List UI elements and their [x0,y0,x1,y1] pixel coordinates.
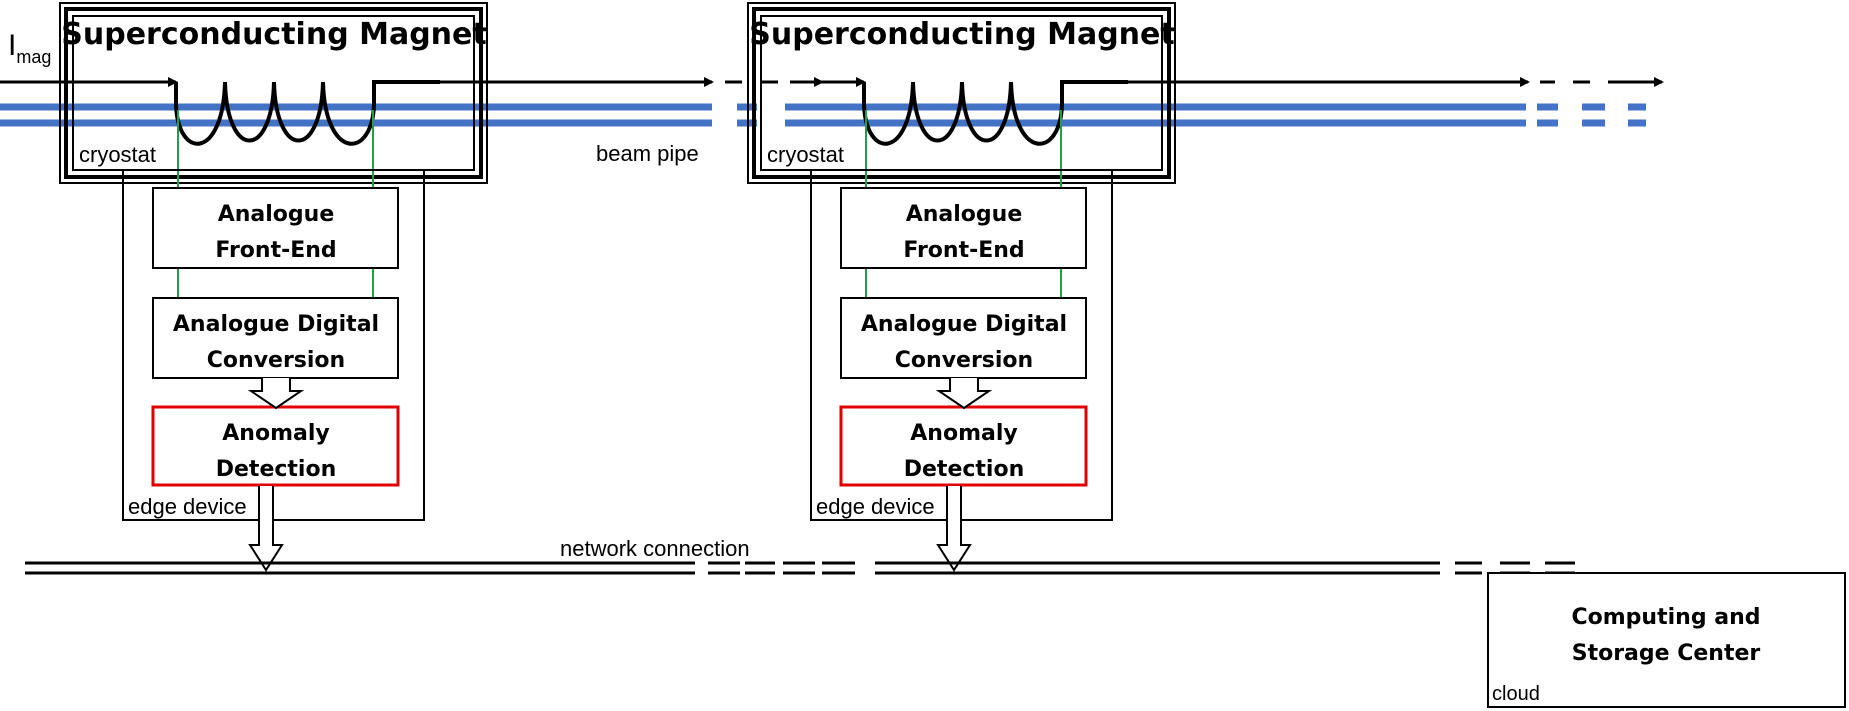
analogue-front-end-block [152,187,399,269]
beam-pipe [0,103,1646,127]
cryostat-middle-border [64,7,483,179]
magnet-title: Superconducting Magnet [749,17,1174,52]
cryostat-label: cryostat [767,142,844,167]
analogue-front-end-block-text: Front-End [215,238,336,263]
data-flow-arrow [935,378,993,410]
edge-device-label: edge device [816,494,935,519]
cryostat-outer-border [59,2,488,184]
cloud-title-line-2: Storage Center [1572,641,1761,666]
cloud-box [1487,572,1846,708]
beam-pipe-label: beam pipe [596,141,699,166]
adc-block-text: Conversion [895,348,1033,373]
magnet-coil [862,80,1128,146]
network-connection [25,561,1575,575]
adc-block [840,297,1087,379]
adc-block-text: Conversion [207,348,345,373]
anomaly-detection-block-text: Detection [904,457,1025,482]
anomaly-detection-block [839,405,1088,487]
magnet-coil [174,80,440,146]
network-uplink-arrow [248,486,284,572]
analogue-front-end-block-text: Analogue [906,202,1023,227]
analogue-front-end-block [840,187,1087,269]
anomaly-detection-block-text: Detection [216,457,337,482]
current-label: Imag [8,29,51,67]
adc-block-text: Analogue Digital [861,312,1067,337]
cryostat-outer-border [747,2,1176,184]
data-flow-arrow [247,378,305,410]
magnet-module-1: Superconducting Magnet cryostat edge devic… [59,2,488,572]
magnet-module-2: Superconducting Magnet cryostat edge devic… [747,2,1176,572]
cloud-title-line-1: Computing and [1572,605,1761,630]
cloud-label: cloud [1492,683,1540,705]
analogue-front-end-block-text: Analogue [218,202,335,227]
analogue-front-end-block-text: Front-End [903,238,1024,263]
network-connection-label: network connection [560,536,750,561]
edge-device-label: edge device [128,494,247,519]
anomaly-detection-block-text: Anomaly [222,421,329,446]
cryostat-middle-border [752,7,1171,179]
cryostat-label: cryostat [79,142,156,167]
cloud-computing-center: Computing and Storage Center cloud [1487,572,1846,708]
network-uplink-arrow [936,486,972,572]
magnet-title: Superconducting Magnet [61,17,486,52]
anomaly-detection-block-text: Anomaly [910,421,1017,446]
adc-block-text: Analogue Digital [173,312,379,337]
